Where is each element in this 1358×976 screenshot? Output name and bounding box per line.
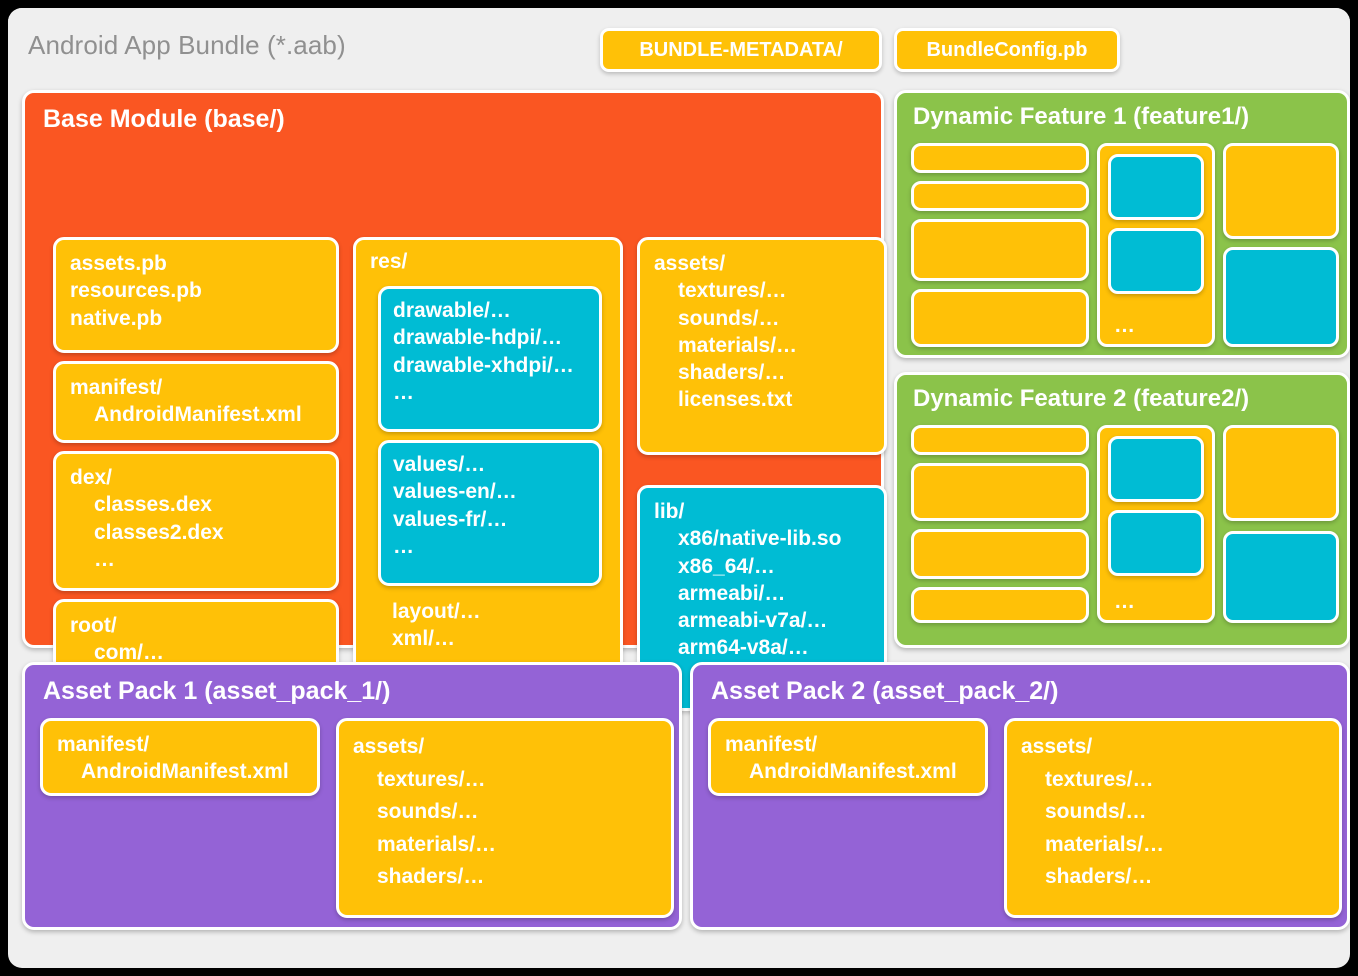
bundle-config-pill[interactable]: BundleConfig.pb	[894, 28, 1120, 72]
box-line: shaders/…	[377, 865, 485, 889]
feature1-res-split-2[interactable]	[1108, 228, 1204, 294]
feature2-item-1[interactable]	[911, 425, 1089, 455]
box-line: armeabi-v7a/…	[678, 609, 828, 633]
box-line: materials/…	[678, 333, 798, 357]
box-line: dex/	[70, 466, 113, 489]
box-line: values/…	[393, 453, 486, 476]
asset-pack-2-title: Asset Pack 2 (asset_pack_2/)	[711, 677, 1059, 705]
asset-pack-1-manifest-box[interactable]: manifest/ AndroidManifest.xml	[40, 718, 320, 796]
feature1-res-split-1[interactable]	[1108, 154, 1204, 220]
box-line: AndroidManifest.xml	[81, 760, 289, 784]
dynamic-feature-2-panel[interactable]: Dynamic Feature 2 (feature2/) …	[894, 372, 1350, 648]
feature2-item-3[interactable]	[911, 529, 1089, 579]
box-line: classes.dex	[94, 493, 212, 517]
base-manifest-box[interactable]: manifest/ AndroidManifest.xml	[53, 361, 339, 443]
base-module-title: Base Module (base/)	[43, 105, 285, 133]
box-line: licenses.txt	[678, 388, 793, 412]
box-line: manifest/	[725, 733, 818, 756]
box-line: assets.pb	[70, 252, 167, 275]
box-line: armeabi/…	[678, 581, 786, 605]
box-line: values-en/…	[393, 480, 517, 504]
feature1-item-1[interactable]	[911, 143, 1089, 173]
box-line: textures/…	[1045, 767, 1154, 791]
feature1-lib-box[interactable]	[1223, 247, 1339, 347]
box-line: assets/	[353, 735, 425, 758]
dynamic-feature-2-title: Dynamic Feature 2 (feature2/)	[913, 385, 1250, 412]
res-label: res/	[370, 250, 408, 273]
box-line: sounds/…	[377, 800, 479, 824]
box-line: lib/	[654, 500, 685, 523]
box-line: drawable-hdpi/…	[393, 326, 563, 350]
dynamic-feature-1-panel[interactable]: Dynamic Feature 1 (feature1/) …	[894, 90, 1350, 358]
box-line: layout/…	[392, 600, 481, 623]
feature2-item-4[interactable]	[911, 587, 1089, 623]
bundle-card: Android App Bundle (*.aab) BUNDLE-METADA…	[8, 8, 1350, 968]
box-line: manifest/	[57, 733, 150, 756]
feature1-item-2[interactable]	[911, 181, 1089, 211]
feature2-res-split-1[interactable]	[1108, 436, 1204, 502]
box-line: AndroidManifest.xml	[94, 403, 302, 427]
box-line: resources.pb	[70, 279, 202, 303]
asset-pack-2-manifest-box[interactable]: manifest/ AndroidManifest.xml	[708, 718, 988, 796]
box-line: AndroidManifest.xml	[749, 760, 957, 784]
box-line: …	[393, 534, 414, 558]
box-line: sounds/…	[678, 306, 780, 330]
feature1-item-3[interactable]	[911, 219, 1089, 281]
box-line: sounds/…	[1045, 800, 1147, 824]
box-line: root/	[70, 614, 117, 637]
box-line: drawable/…	[393, 299, 511, 322]
box-line: com/…	[94, 641, 165, 665]
box-line: native.pb	[70, 306, 163, 330]
box-line: textures/…	[377, 767, 486, 791]
feature2-item-2[interactable]	[911, 463, 1089, 521]
feature2-res-split-2[interactable]	[1108, 510, 1204, 576]
asset-pack-2-assets-box[interactable]: assets/ textures/… sounds/… materials/… …	[1004, 718, 1342, 918]
box-line: materials/…	[1045, 832, 1165, 856]
asset-pack-1-assets-box[interactable]: assets/ textures/… sounds/… materials/… …	[336, 718, 674, 918]
base-module-panel[interactable]: Base Module (base/) assets.pb resources.…	[22, 90, 887, 711]
dynamic-feature-1-title: Dynamic Feature 1 (feature1/)	[913, 103, 1250, 130]
box-line: …	[94, 547, 115, 571]
res-drawable-box[interactable]: drawable/… drawable-hdpi/… drawable-xhdp…	[378, 286, 602, 432]
bundle-metadata-pill[interactable]: BUNDLE-METADATA/	[600, 28, 882, 72]
base-dex-box[interactable]: dex/ classes.dex classes2.dex …	[53, 451, 339, 591]
bundle-header: Android App Bundle (*.aab) BUNDLE-METADA…	[8, 8, 1350, 84]
feature2-ellipsis: …	[1114, 590, 1135, 613]
feature1-ellipsis: …	[1114, 314, 1135, 337]
box-line: assets/	[654, 252, 726, 275]
page-title: Android App Bundle (*.aab)	[28, 30, 346, 60]
box-line: arm64-v8a/…	[678, 636, 809, 660]
res-values-box[interactable]: values/… values-en/… values-fr/… …	[378, 440, 602, 586]
box-line: values-fr/…	[393, 507, 508, 531]
box-line: assets/	[1021, 735, 1093, 758]
box-line: x86_64/…	[678, 554, 775, 578]
feature1-assets-box[interactable]	[1223, 143, 1339, 239]
box-line: shaders/…	[678, 361, 786, 385]
feature1-item-4[interactable]	[911, 289, 1089, 347]
feature1-res-group[interactable]: …	[1097, 143, 1215, 347]
box-line: textures/…	[678, 279, 787, 303]
box-line: materials/…	[377, 832, 497, 856]
box-line: manifest/	[70, 376, 163, 399]
feature2-res-group[interactable]: …	[1097, 425, 1215, 623]
box-line: x86/native-lib.so	[678, 527, 842, 551]
base-res-box[interactable]: res/ drawable/… drawable-hdpi/… drawable…	[353, 237, 623, 711]
feature2-lib-box[interactable]	[1223, 531, 1339, 623]
box-line: classes2.dex	[94, 520, 224, 544]
base-assets-box[interactable]: assets/ textures/… sounds/… materials/… …	[637, 237, 887, 455]
asset-pack-1-title: Asset Pack 1 (asset_pack_1/)	[43, 677, 391, 705]
feature2-assets-box[interactable]	[1223, 425, 1339, 521]
base-protobuf-box[interactable]: assets.pb resources.pb native.pb	[53, 237, 339, 353]
box-line: drawable-xhdpi/…	[393, 353, 574, 377]
box-line: shaders/…	[1045, 865, 1153, 889]
box-line: …	[393, 380, 414, 404]
box-line: xml/…	[392, 627, 456, 651]
